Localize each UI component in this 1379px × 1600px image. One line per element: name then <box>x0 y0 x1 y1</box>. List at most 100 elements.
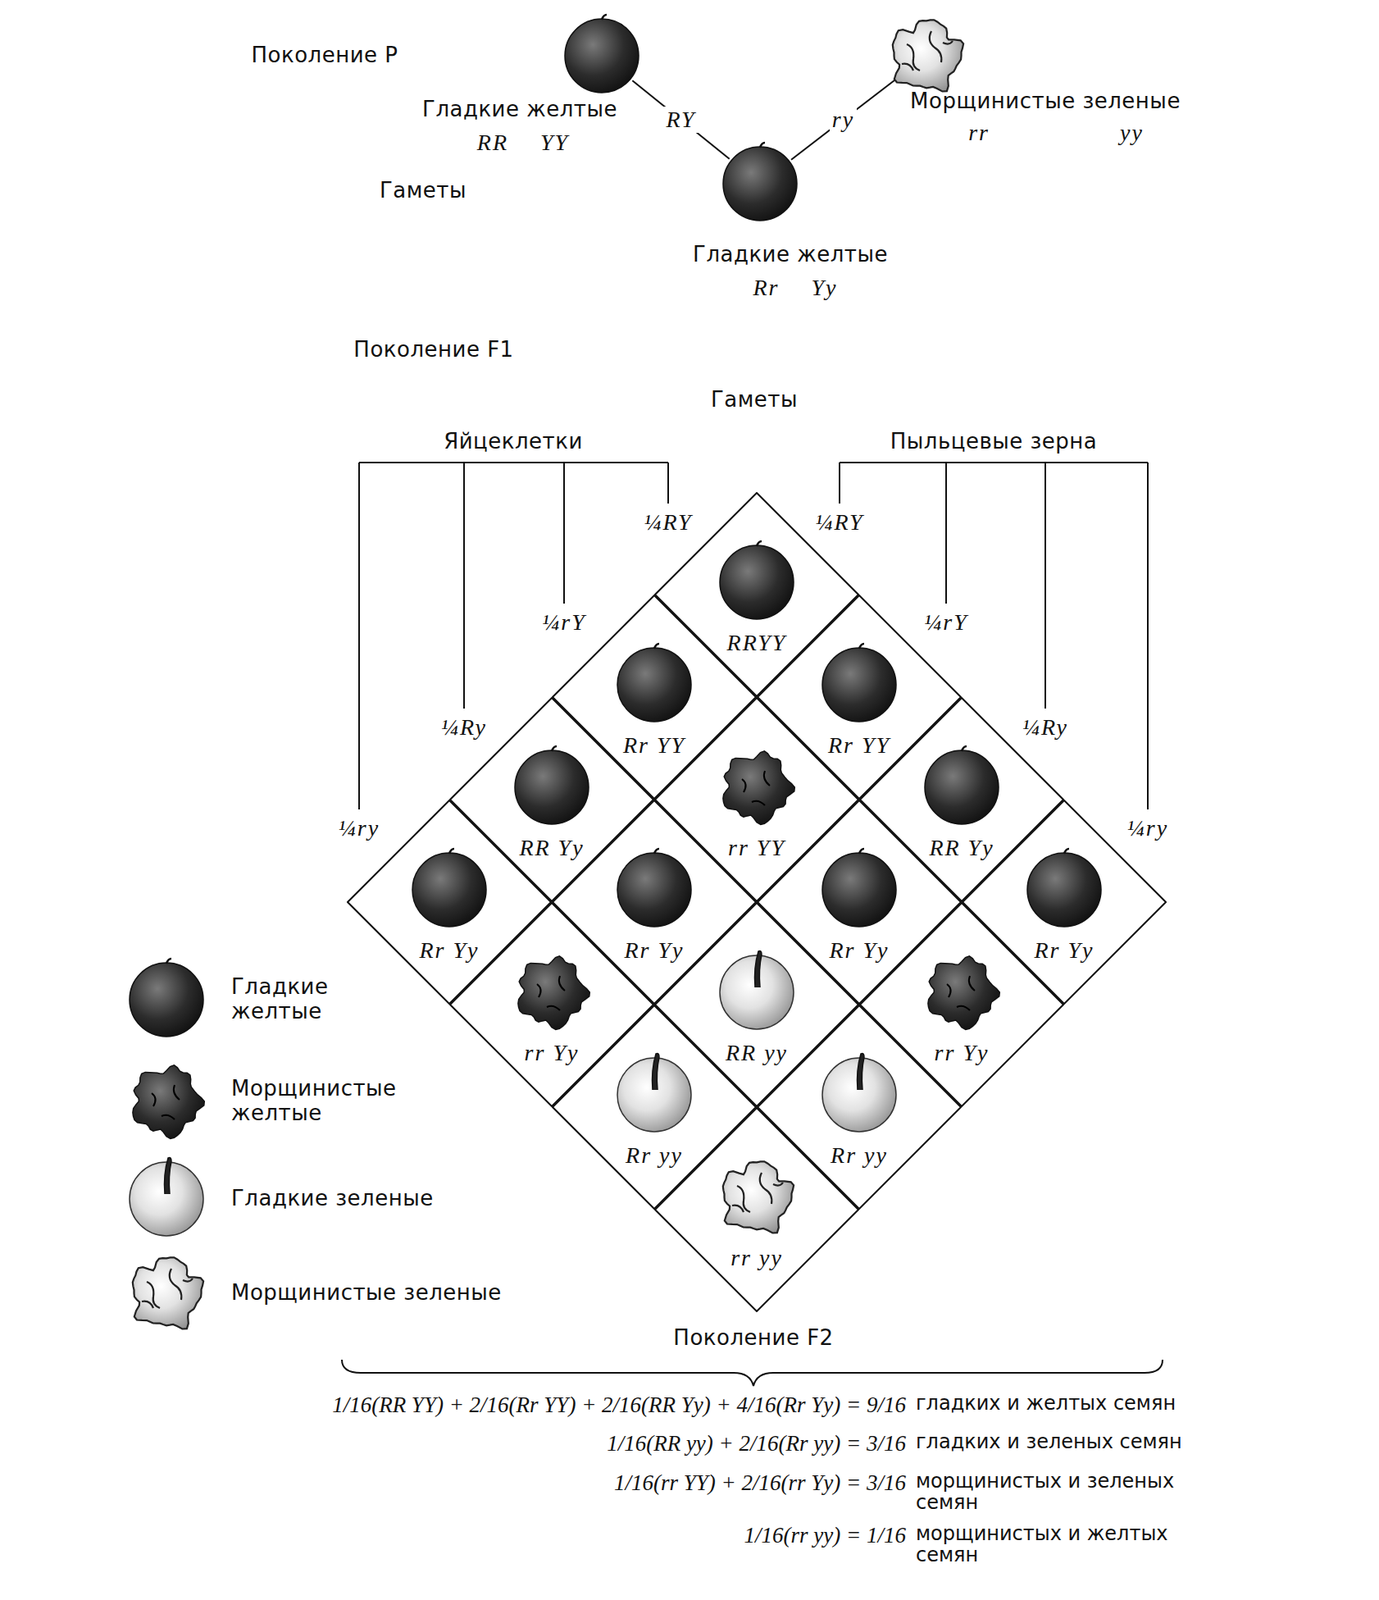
genotype-label: RR Yy <box>518 834 584 861</box>
ratio-equation: 1/16(RR yy) + 2/16(Rr yy) = 3/16 <box>606 1430 906 1457</box>
genotype-label: Rr yy <box>625 1142 683 1169</box>
pea-illustration <box>818 643 901 726</box>
genotype-label: RR YY <box>477 129 569 156</box>
pea-illustration <box>920 951 1003 1034</box>
pea-holder <box>1023 848 1106 931</box>
egg-bracket <box>359 462 669 810</box>
gamete-label: RY <box>663 106 698 133</box>
pea-holder <box>715 1155 798 1238</box>
gametes-label: Гаметы <box>379 178 467 204</box>
pea-illustration <box>818 848 901 931</box>
pea-node: Гладкие желтыеRr Yy <box>719 142 802 225</box>
pea-illustration <box>715 1155 798 1238</box>
pea-illustration <box>510 746 593 829</box>
pea-illustration <box>125 1060 208 1143</box>
pea-illustration <box>613 643 696 726</box>
legend-sample <box>125 958 208 1041</box>
genotype-label: Rr Yy <box>753 274 838 301</box>
legend-text: Морщинистые желтые <box>231 1076 408 1126</box>
pea-illustration <box>408 848 491 931</box>
genotype-label: rr Yy <box>524 1039 580 1066</box>
pea-illustration <box>920 746 1003 829</box>
phenotype-label: Гладкие желтые <box>692 242 888 268</box>
genotype-label: Rr Yy <box>419 937 480 964</box>
gamete-label: ¼rY <box>923 609 968 636</box>
pea-holder <box>818 1053 901 1136</box>
legend-text: Морщинистые зеленые <box>231 1280 502 1306</box>
pea-illustration <box>510 951 593 1034</box>
gamete-label: ¼ry <box>1127 814 1169 842</box>
genotype-label: RR Yy <box>928 834 994 861</box>
connector-line <box>791 79 896 160</box>
pea-holder <box>510 746 593 829</box>
pea-holder <box>920 951 1003 1034</box>
pea-holder <box>613 848 696 931</box>
gamete-label: ry <box>829 106 857 133</box>
gamete-label: ¼rY <box>541 609 586 636</box>
genotype-label: rr YY <box>728 834 786 861</box>
pea-illustration <box>719 142 802 225</box>
pea-holder <box>818 848 901 931</box>
legend-text: Гладкие зеленые <box>231 1186 434 1211</box>
egg-label: Яйцеклетки <box>443 429 583 455</box>
pea-holder <box>613 643 696 726</box>
pea-holder <box>715 746 798 829</box>
punnett-cell: Rr yy <box>756 1004 962 1210</box>
pea-holder <box>408 848 491 931</box>
punnett-cell: rr yy <box>654 1106 860 1312</box>
ratio-description: гладких и зеленых семян <box>915 1430 1220 1452</box>
pea-illustration <box>715 541 798 624</box>
pea-holder <box>613 1053 696 1136</box>
ratio-equation: 1/16(rr yy) = 1/16 <box>744 1522 906 1548</box>
pea-illustration <box>125 1251 208 1334</box>
genotype-label: Rr Yy <box>1034 937 1095 964</box>
genotype-label: Rr YY <box>623 732 686 759</box>
generation-label: Поколение F2 <box>673 1325 833 1351</box>
legend-sample <box>125 1251 208 1334</box>
phenotype-label: Морщинистые зеленые <box>910 89 1181 114</box>
legend-text: Гладкие желтые <box>231 974 355 1025</box>
gamete-label: ¼Ry <box>441 714 487 741</box>
genotype-label: Rr Yy <box>624 937 685 964</box>
gamete-label: ¼RY <box>643 509 692 536</box>
legend-sample <box>125 1157 208 1240</box>
ratio-description: морщинистых и желтых семян <box>915 1522 1220 1566</box>
genotype-label: rr yy <box>968 119 1144 146</box>
pea-illustration <box>885 14 968 97</box>
pea-illustration <box>125 958 208 1041</box>
pea-holder <box>715 951 798 1034</box>
genotype-label: rr yy <box>730 1244 783 1271</box>
genotype-label: Rr yy <box>830 1142 888 1169</box>
genotype-label: Rr YY <box>828 732 891 759</box>
pea-illustration <box>818 1053 901 1136</box>
ratio-description: морщинистых и зеленых семян <box>915 1470 1220 1514</box>
generation-label: Поколение F1 <box>353 337 514 363</box>
pea-holder <box>920 746 1003 829</box>
ratio-equation: 1/16(RR YY) + 2/16(Rr YY) + 2/16(RR Yy) … <box>332 1392 906 1418</box>
pea-illustration <box>125 1157 208 1240</box>
gametes-label: Гаметы <box>710 387 798 413</box>
gamete-label: ¼RY <box>814 509 864 536</box>
pea-illustration <box>613 1053 696 1136</box>
legend-sample <box>125 1060 208 1143</box>
genotype-label: RRYY <box>727 629 788 656</box>
pea-holder <box>715 541 798 624</box>
f2-brace <box>341 1359 1163 1386</box>
phenotype-label: Гладкие желтые <box>422 97 618 123</box>
genotype-label: Rr Yy <box>829 937 890 964</box>
genotype-label: RR yy <box>725 1039 788 1066</box>
pea-illustration <box>560 14 643 97</box>
gamete-label: ¼Ry <box>1022 714 1069 741</box>
pea-holder <box>510 951 593 1034</box>
pea-illustration <box>613 848 696 931</box>
ratio-description: гладких и желтых семян <box>915 1392 1220 1414</box>
pea-node: Морщинистые зеленыеrr yy <box>885 14 968 97</box>
pea-illustration <box>715 746 798 829</box>
pea-illustration <box>1023 848 1106 931</box>
pea-holder <box>818 643 901 726</box>
gamete-label: ¼ry <box>338 814 380 842</box>
ratio-equation: 1/16(rr YY) + 2/16(rr Yy) = 3/16 <box>614 1470 906 1496</box>
